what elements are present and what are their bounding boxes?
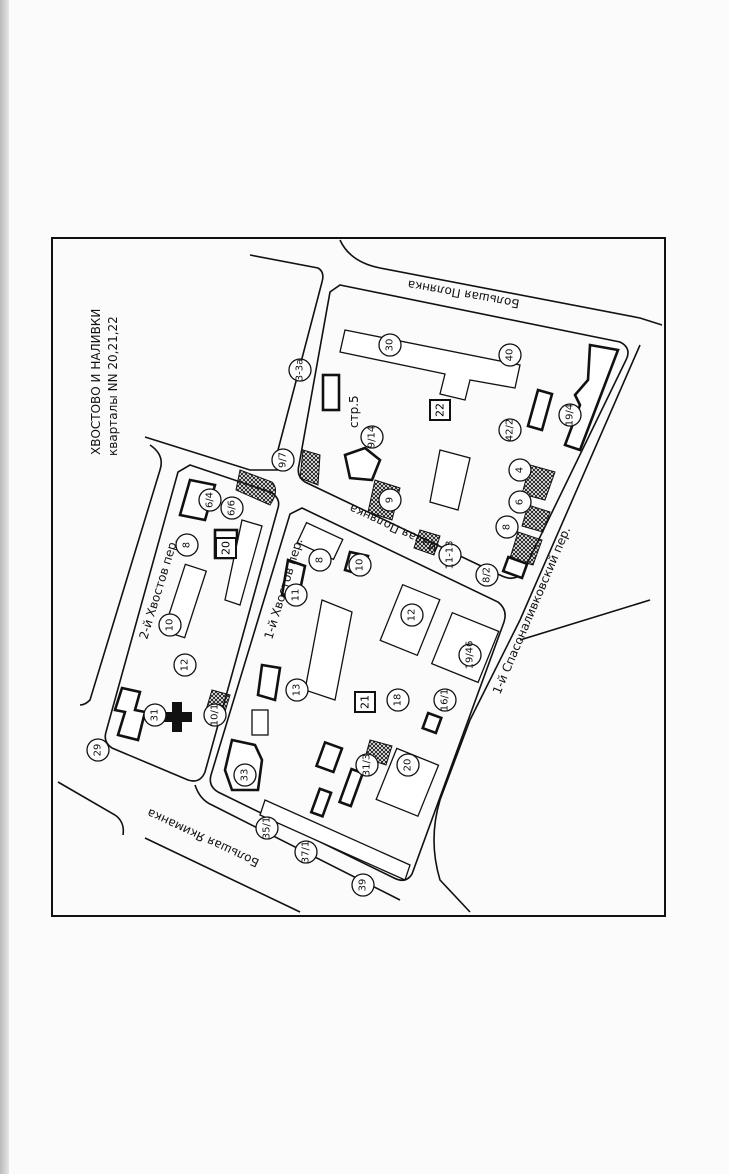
svg-text:11-13: 11-13 [445, 540, 456, 569]
svg-text:31: 31 [150, 709, 161, 722]
quarter-22-outline [297, 284, 629, 580]
quarter-blocks [104, 284, 629, 882]
house-numbers: 30 40 3-3а 9/7 42/2 19/4 9/14 4 6 8 9 11-13 8/2 12 8 10… [86, 333, 582, 897]
house-number-marker: 40 [498, 343, 522, 367]
svg-text:9/7: 9/7 [278, 452, 289, 468]
svg-text:16/1: 16/1 [440, 689, 451, 711]
house-number-marker: 12 [173, 653, 197, 677]
house-number-marker: 13 [285, 678, 309, 702]
house-number-marker: 10 [158, 613, 182, 637]
house-number-marker: 9 [378, 488, 402, 512]
annotation-str5: стр.5 [347, 395, 361, 428]
quarter-21-outline [209, 507, 506, 882]
house-number-marker: 6 [508, 490, 532, 514]
house-number-marker: 11-13 [438, 540, 462, 570]
svg-text:8/2: 8/2 [482, 567, 493, 583]
quarter-number-box: 22 [429, 399, 451, 421]
house-number-marker: 8/2 [475, 563, 499, 587]
map-frame [51, 237, 666, 917]
svg-text:20: 20 [220, 541, 233, 555]
svg-text:12: 12 [407, 609, 418, 622]
house-number-marker: 3-3а [288, 358, 312, 382]
house-number-marker: 37/1 [294, 840, 318, 864]
svg-text:35/1: 35/1 [262, 817, 273, 839]
house-number-marker: 35/1 [255, 816, 279, 840]
map-subtitle: кварталы NN 20,21,22 [106, 316, 120, 456]
house-number-marker: 4 [508, 458, 532, 482]
svg-text:19/46: 19/46 [465, 641, 476, 670]
svg-text:6/6: 6/6 [227, 500, 238, 516]
quarter-number-box: 21 [354, 691, 376, 713]
house-number-marker: 39 [351, 873, 375, 897]
svg-text:29: 29 [93, 744, 104, 757]
house-number-marker: 6/4 [198, 488, 222, 512]
quarter-labels: 22 21 20 [215, 399, 451, 713]
svg-text:11: 11 [291, 589, 302, 602]
house-number-marker: 8 [175, 533, 199, 557]
svg-text:3-3а: 3-3а [295, 359, 306, 381]
svg-text:4: 4 [515, 467, 526, 473]
map-title: ХВОСТОВО И НАЛИВКИ [89, 309, 103, 455]
svg-text:10/1: 10/1 [210, 704, 221, 726]
house-number-marker: 19/4 [558, 403, 582, 427]
house-number-marker: 11 [284, 583, 308, 607]
house-number-marker: 42/2 [498, 418, 522, 442]
quarter-20-outline [104, 464, 280, 782]
house-number-marker: 33 [233, 763, 257, 787]
svg-text:20: 20 [403, 759, 414, 772]
streets [57, 239, 663, 913]
svg-text:9/14: 9/14 [367, 426, 378, 448]
house-number-marker: 31/3 [355, 753, 379, 777]
svg-text:8: 8 [182, 542, 193, 548]
house-number-marker: 30 [378, 333, 402, 357]
house-number-marker: 20 [396, 753, 420, 777]
svg-text:37/1: 37/1 [301, 841, 312, 863]
house-number-marker: 19/46 [458, 641, 482, 670]
house-number-marker: 10/1 [203, 703, 227, 727]
svg-text:22: 22 [434, 403, 447, 417]
house-number-marker: 16/1 [433, 688, 457, 712]
house-number-marker: 10 [348, 553, 372, 577]
svg-text:6/4: 6/4 [205, 492, 216, 508]
svg-text:31/3: 31/3 [362, 754, 373, 776]
page-edge [0, 0, 9, 1174]
svg-text:21: 21 [359, 695, 372, 709]
buildings [113, 329, 620, 881]
svg-text:13: 13 [292, 684, 303, 697]
svg-text:6: 6 [515, 499, 526, 505]
svg-text:10: 10 [165, 619, 176, 632]
house-number-marker: 12 [400, 603, 424, 627]
svg-text:8: 8 [315, 557, 326, 563]
svg-text:42/2: 42/2 [505, 419, 516, 441]
svg-text:33: 33 [240, 769, 251, 782]
house-number-marker: 18 [386, 688, 410, 712]
house-number-marker: 29 [86, 738, 110, 762]
house-number-marker: 6/6 [220, 496, 244, 520]
house-number-marker: 31 [143, 703, 167, 727]
svg-text:12: 12 [180, 659, 191, 672]
house-number-marker: 8 [308, 548, 332, 572]
svg-text:18: 18 [393, 694, 404, 707]
svg-text:10: 10 [355, 559, 366, 572]
street-bolshaya-polyanka: Большая Полянка [406, 277, 520, 310]
svg-text:19/4: 19/4 [565, 404, 576, 426]
house-number-marker: 9/7 [271, 448, 295, 472]
house-number-marker: 9/14 [360, 425, 384, 449]
svg-text:30: 30 [385, 339, 396, 352]
house-number-marker: 8 [495, 515, 519, 539]
church-cross-icon [162, 702, 192, 732]
street-bolshaya-yakimanka: Большая Якиманка [145, 806, 261, 870]
svg-text:8: 8 [502, 524, 513, 530]
svg-text:9: 9 [385, 497, 396, 503]
svg-text:39: 39 [358, 879, 369, 892]
quarter-number-box: 20 [215, 537, 237, 559]
svg-text:40: 40 [505, 349, 516, 362]
